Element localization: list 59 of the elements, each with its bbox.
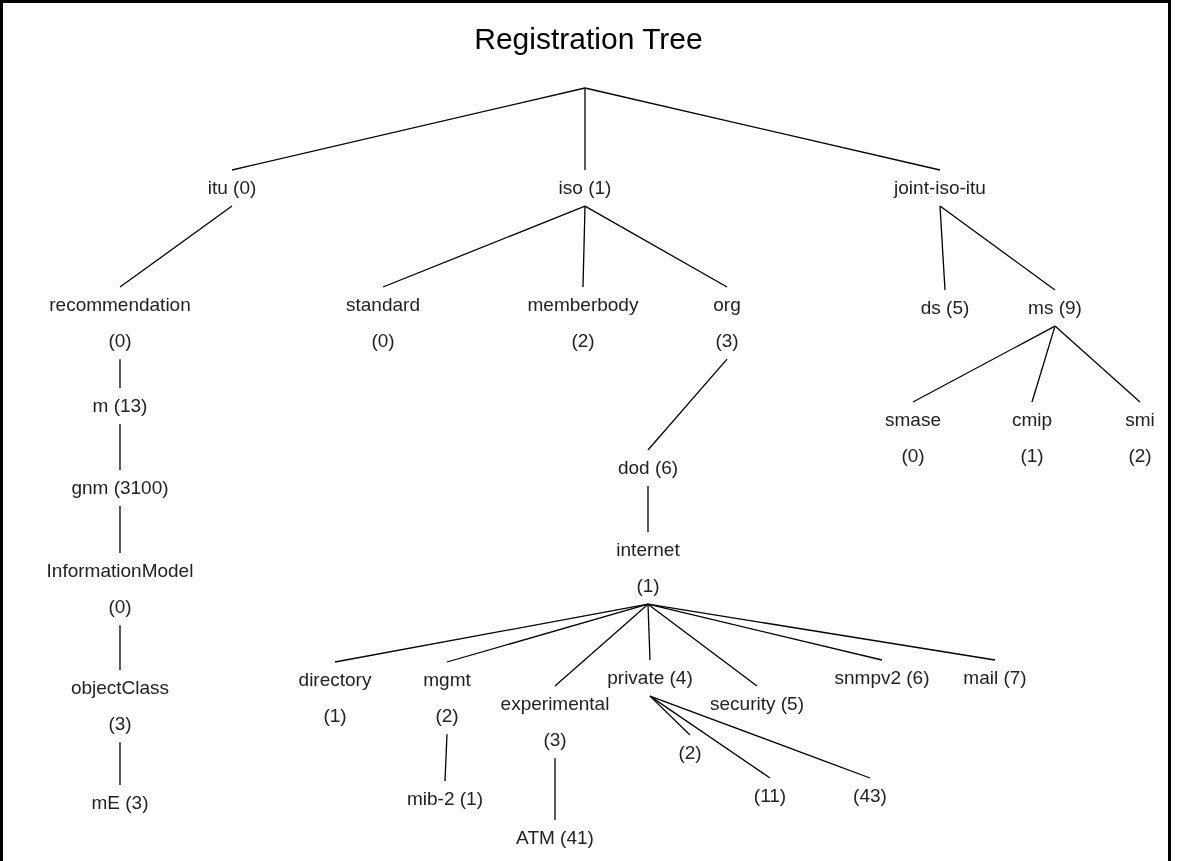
tree-line: [649, 695, 771, 779]
tree-node-label: InformationModel (0): [35, 553, 205, 626]
tree-line: [912, 325, 1056, 403]
tree-line: [119, 205, 233, 288]
tree-line: [554, 603, 649, 687]
tree-node-label: m (13): [92, 388, 148, 425]
tree-line: [649, 695, 871, 779]
tree-line: [584, 205, 728, 288]
tree-node-label: objectClass (3): [62, 670, 178, 743]
tree-node-label: gnm (3100): [71, 470, 169, 507]
tree-node-label: joint-iso-itu: [894, 170, 986, 207]
tree-node-label: (11): [753, 778, 787, 815]
tree-line: [647, 485, 649, 533]
tree-line: [231, 87, 586, 171]
tree-line: [119, 741, 121, 786]
tree-line: [582, 205, 586, 288]
tree-line: [446, 603, 649, 663]
tree-node-label: ms (9): [1028, 290, 1082, 327]
tree-line: [939, 205, 946, 291]
tree-line: [647, 603, 758, 687]
tree-line: [647, 603, 996, 661]
tree-line: [584, 87, 586, 171]
tree-node-label: mail (7): [963, 660, 1027, 697]
tree-node-label: ATM (41): [516, 820, 594, 857]
tree-node-label: dod (6): [617, 450, 679, 487]
tree-node-label: smi (2): [1120, 402, 1160, 475]
tree-line: [939, 205, 1056, 291]
tree-node-label: snmpv2 (6): [834, 660, 930, 697]
tree-node-label: internet (1): [608, 532, 688, 605]
tree-line: [1031, 325, 1056, 403]
tree-node-label: itu (0): [207, 170, 257, 207]
tree-node-label: security (5): [710, 686, 804, 723]
tree-line: [444, 733, 448, 782]
tree-line: [119, 423, 121, 471]
tree-line: [647, 603, 651, 661]
tree-line: [382, 205, 586, 288]
tree-node-label: ds (5): [920, 290, 970, 327]
tree-node-label: mib-2 (1): [407, 781, 483, 818]
tree-node-label: (2): [678, 735, 702, 772]
tree-node-label: iso (1): [558, 170, 612, 207]
tree-node-label: mgmt (2): [417, 662, 477, 735]
tree-line: [647, 358, 728, 451]
tree-line: [119, 624, 121, 671]
tree-line: [1054, 325, 1141, 403]
tree-node-label: (43): [853, 778, 887, 815]
diagram-title: Registration Tree: [473, 22, 704, 56]
tree-node-label: standard (0): [338, 287, 428, 360]
tree-node-label: smase (0): [880, 402, 946, 475]
tree-node-label: memberbody (2): [523, 287, 643, 360]
tree-node-label: directory (1): [290, 662, 380, 735]
tree-node-label: private (4): [607, 660, 693, 697]
tree-line: [554, 757, 556, 821]
tree-line: [584, 87, 941, 171]
tree-node-label: recommendation (0): [42, 287, 198, 360]
tree-node-label: org (3): [704, 287, 750, 360]
tree-node-label: cmip (1): [1007, 402, 1057, 475]
tree-node-label: mE (3): [91, 785, 149, 822]
tree-line: [119, 505, 121, 554]
tree-line: [119, 358, 121, 389]
